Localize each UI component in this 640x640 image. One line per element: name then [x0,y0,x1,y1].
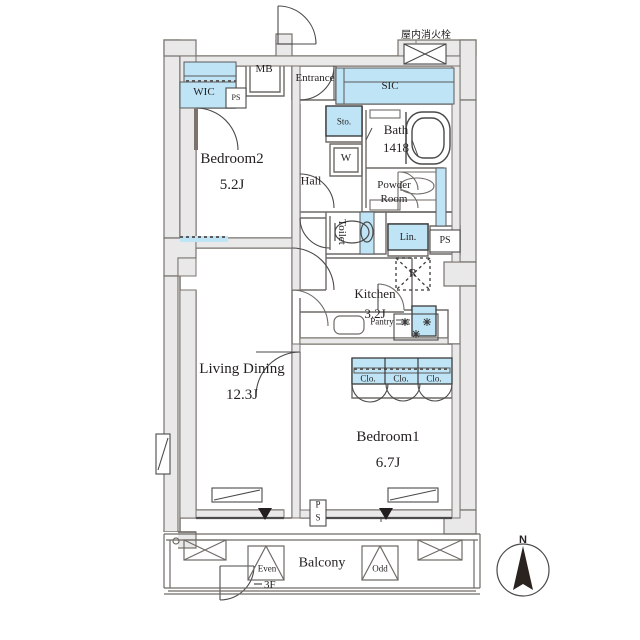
compass-rose [496,543,550,597]
space-label-refrigerator: R [408,265,418,280]
floor-tag-3f: 3F [264,579,276,591]
toilet-icon [334,220,374,244]
ps-tag-3-s: S [315,512,321,523]
windows [155,236,452,522]
space-label-washer: W [340,152,352,165]
room-label-bedroom1: Bedroom1 [356,429,420,446]
closet-label-3: Clo. [426,373,442,384]
refrigerator-icon [395,257,431,291]
ps-tag-1: PS [231,92,241,102]
ps-tag-2: PS [439,234,451,246]
fire-hydrant-box [403,40,447,65]
north-label: N [519,534,527,547]
space-label-entrance: Entrance [295,72,335,85]
ps-tag-3-p: P [315,499,321,510]
fire-hydrant-label: 屋内消火栓 [401,29,451,41]
space-label-hall: Hall [300,173,322,188]
bath-vanity [369,109,401,211]
kitchen-stove-icon [393,313,439,341]
wall-fills [177,55,461,519]
fixtures [179,61,455,385]
space-label-mb: MB [255,63,273,76]
space-label-linen: Lin. [399,231,417,243]
balcony-label-even: Even [257,563,277,574]
balcony [163,533,481,595]
bath-leader-lines [365,127,419,157]
room-label-bedroom2: Bedroom2 [200,151,264,168]
balcony-label-odd: Odd [372,563,388,574]
partition-walls [178,55,461,533]
bathtub-icon [405,111,451,165]
closet-label-2: Clo. [393,373,409,384]
room-size-bedroom1: 6.7J [375,455,401,472]
room-label-living-dining: Living Dining [199,361,285,378]
space-label-wic: WIC [193,86,215,99]
space-label-bath: Bath [383,122,409,138]
room-label-balcony: Balcony [298,555,346,571]
space-label-pantry: Pantry [370,316,394,327]
space-label-toilet: Toilet [335,219,348,245]
kitchen-sink-icon [333,315,365,335]
space-label-sto: Sto. [336,116,352,127]
space-label-sic: SIC [381,80,399,93]
room-size-living-dining: 12.3J [225,387,259,404]
bath-size-code: 1418 [383,140,409,156]
room-size-kitchen-value: 3.2J [364,306,386,322]
room-label-kitchen: Kitchen [354,286,396,302]
ps-boxes [225,87,461,527]
room-size-bedroom2: 5.2J [219,177,245,194]
pantry-leader [396,319,410,325]
door-swings [194,5,453,601]
space-label-powder-room-line1: Powder [377,179,411,192]
closet-label-1: Clo. [360,373,376,384]
space-label-powder-room-line2: Room [380,193,408,206]
